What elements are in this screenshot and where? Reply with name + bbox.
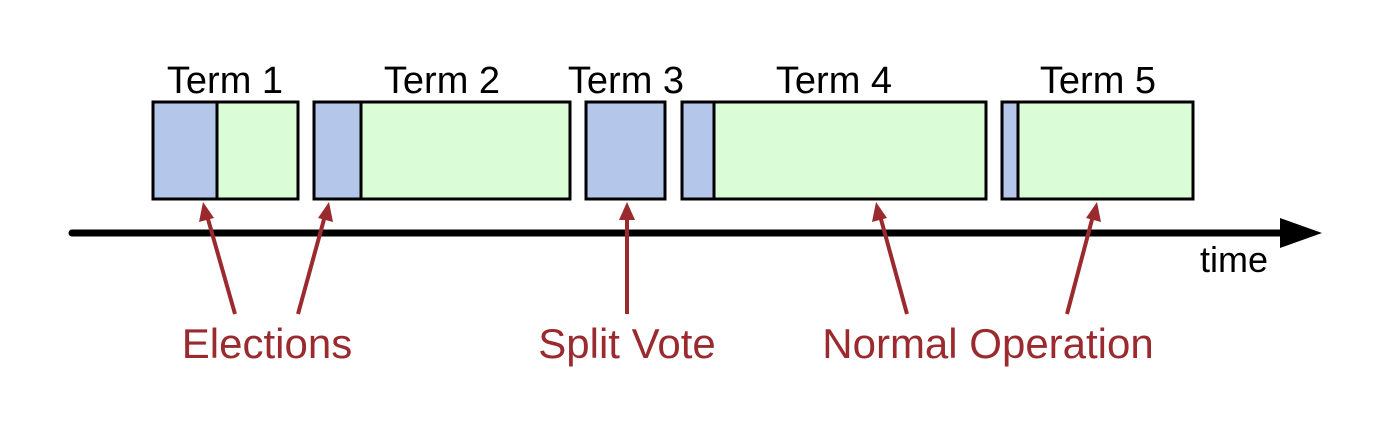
term-3-election-segment xyxy=(586,102,665,199)
term-1-election-segment xyxy=(153,102,217,199)
term-3-label: Term 3 xyxy=(568,60,684,102)
normal-operation-label: Normal Operation xyxy=(822,320,1153,367)
annotation-arrows xyxy=(199,202,1101,315)
time-axis-label: time xyxy=(1200,239,1268,280)
elections-label: Elections xyxy=(182,320,352,367)
term-3: Term 3 xyxy=(568,60,684,201)
term-4-election-segment xyxy=(682,102,714,199)
normal-operation-arrow-2 xyxy=(1065,202,1101,315)
term-1-label: Term 1 xyxy=(167,60,283,102)
term-2-election-segment xyxy=(314,102,361,199)
term-5-election-segment xyxy=(1002,102,1018,199)
term-1-outline xyxy=(151,100,300,201)
time-axis-arrowhead xyxy=(1280,218,1322,248)
term-1-normal-segment xyxy=(217,102,298,199)
normal-operation-arrow-2-head xyxy=(1086,202,1101,222)
normal-operation-arrow-1-head xyxy=(872,202,887,222)
elections-arrow-1 xyxy=(199,202,237,315)
time-axis: time xyxy=(68,218,1322,280)
elections-arrow-2-head xyxy=(318,202,333,222)
term-4-outline xyxy=(680,100,988,201)
split-vote-arrow-head xyxy=(619,202,635,220)
elections-arrow-2 xyxy=(296,202,333,315)
term-2: Term 2 xyxy=(312,60,572,201)
normal-operation-arrow-1 xyxy=(872,202,909,315)
term-5-label: Term 5 xyxy=(1040,60,1156,102)
term-5-outline xyxy=(1000,100,1195,201)
term-5: Term 5 xyxy=(1000,60,1195,201)
elections-arrow-1-head xyxy=(199,202,214,222)
terms-group: Term 1 Term 2 Term 3 Term 4 xyxy=(151,60,1195,201)
term-4-label: Term 4 xyxy=(776,60,892,102)
split-vote-label: Split Vote xyxy=(538,320,715,367)
term-2-label: Term 2 xyxy=(384,60,500,102)
term-5-normal-segment xyxy=(1018,102,1193,199)
term-4: Term 4 xyxy=(680,60,988,201)
term-3-outline xyxy=(584,100,667,201)
term-2-outline xyxy=(312,100,572,201)
term-4-normal-segment xyxy=(714,102,986,199)
term-1: Term 1 xyxy=(151,60,300,201)
annotation-labels: Elections Split Vote Normal Operation xyxy=(182,320,1154,367)
term-2-normal-segment xyxy=(361,102,570,199)
split-vote-arrow xyxy=(619,202,635,314)
